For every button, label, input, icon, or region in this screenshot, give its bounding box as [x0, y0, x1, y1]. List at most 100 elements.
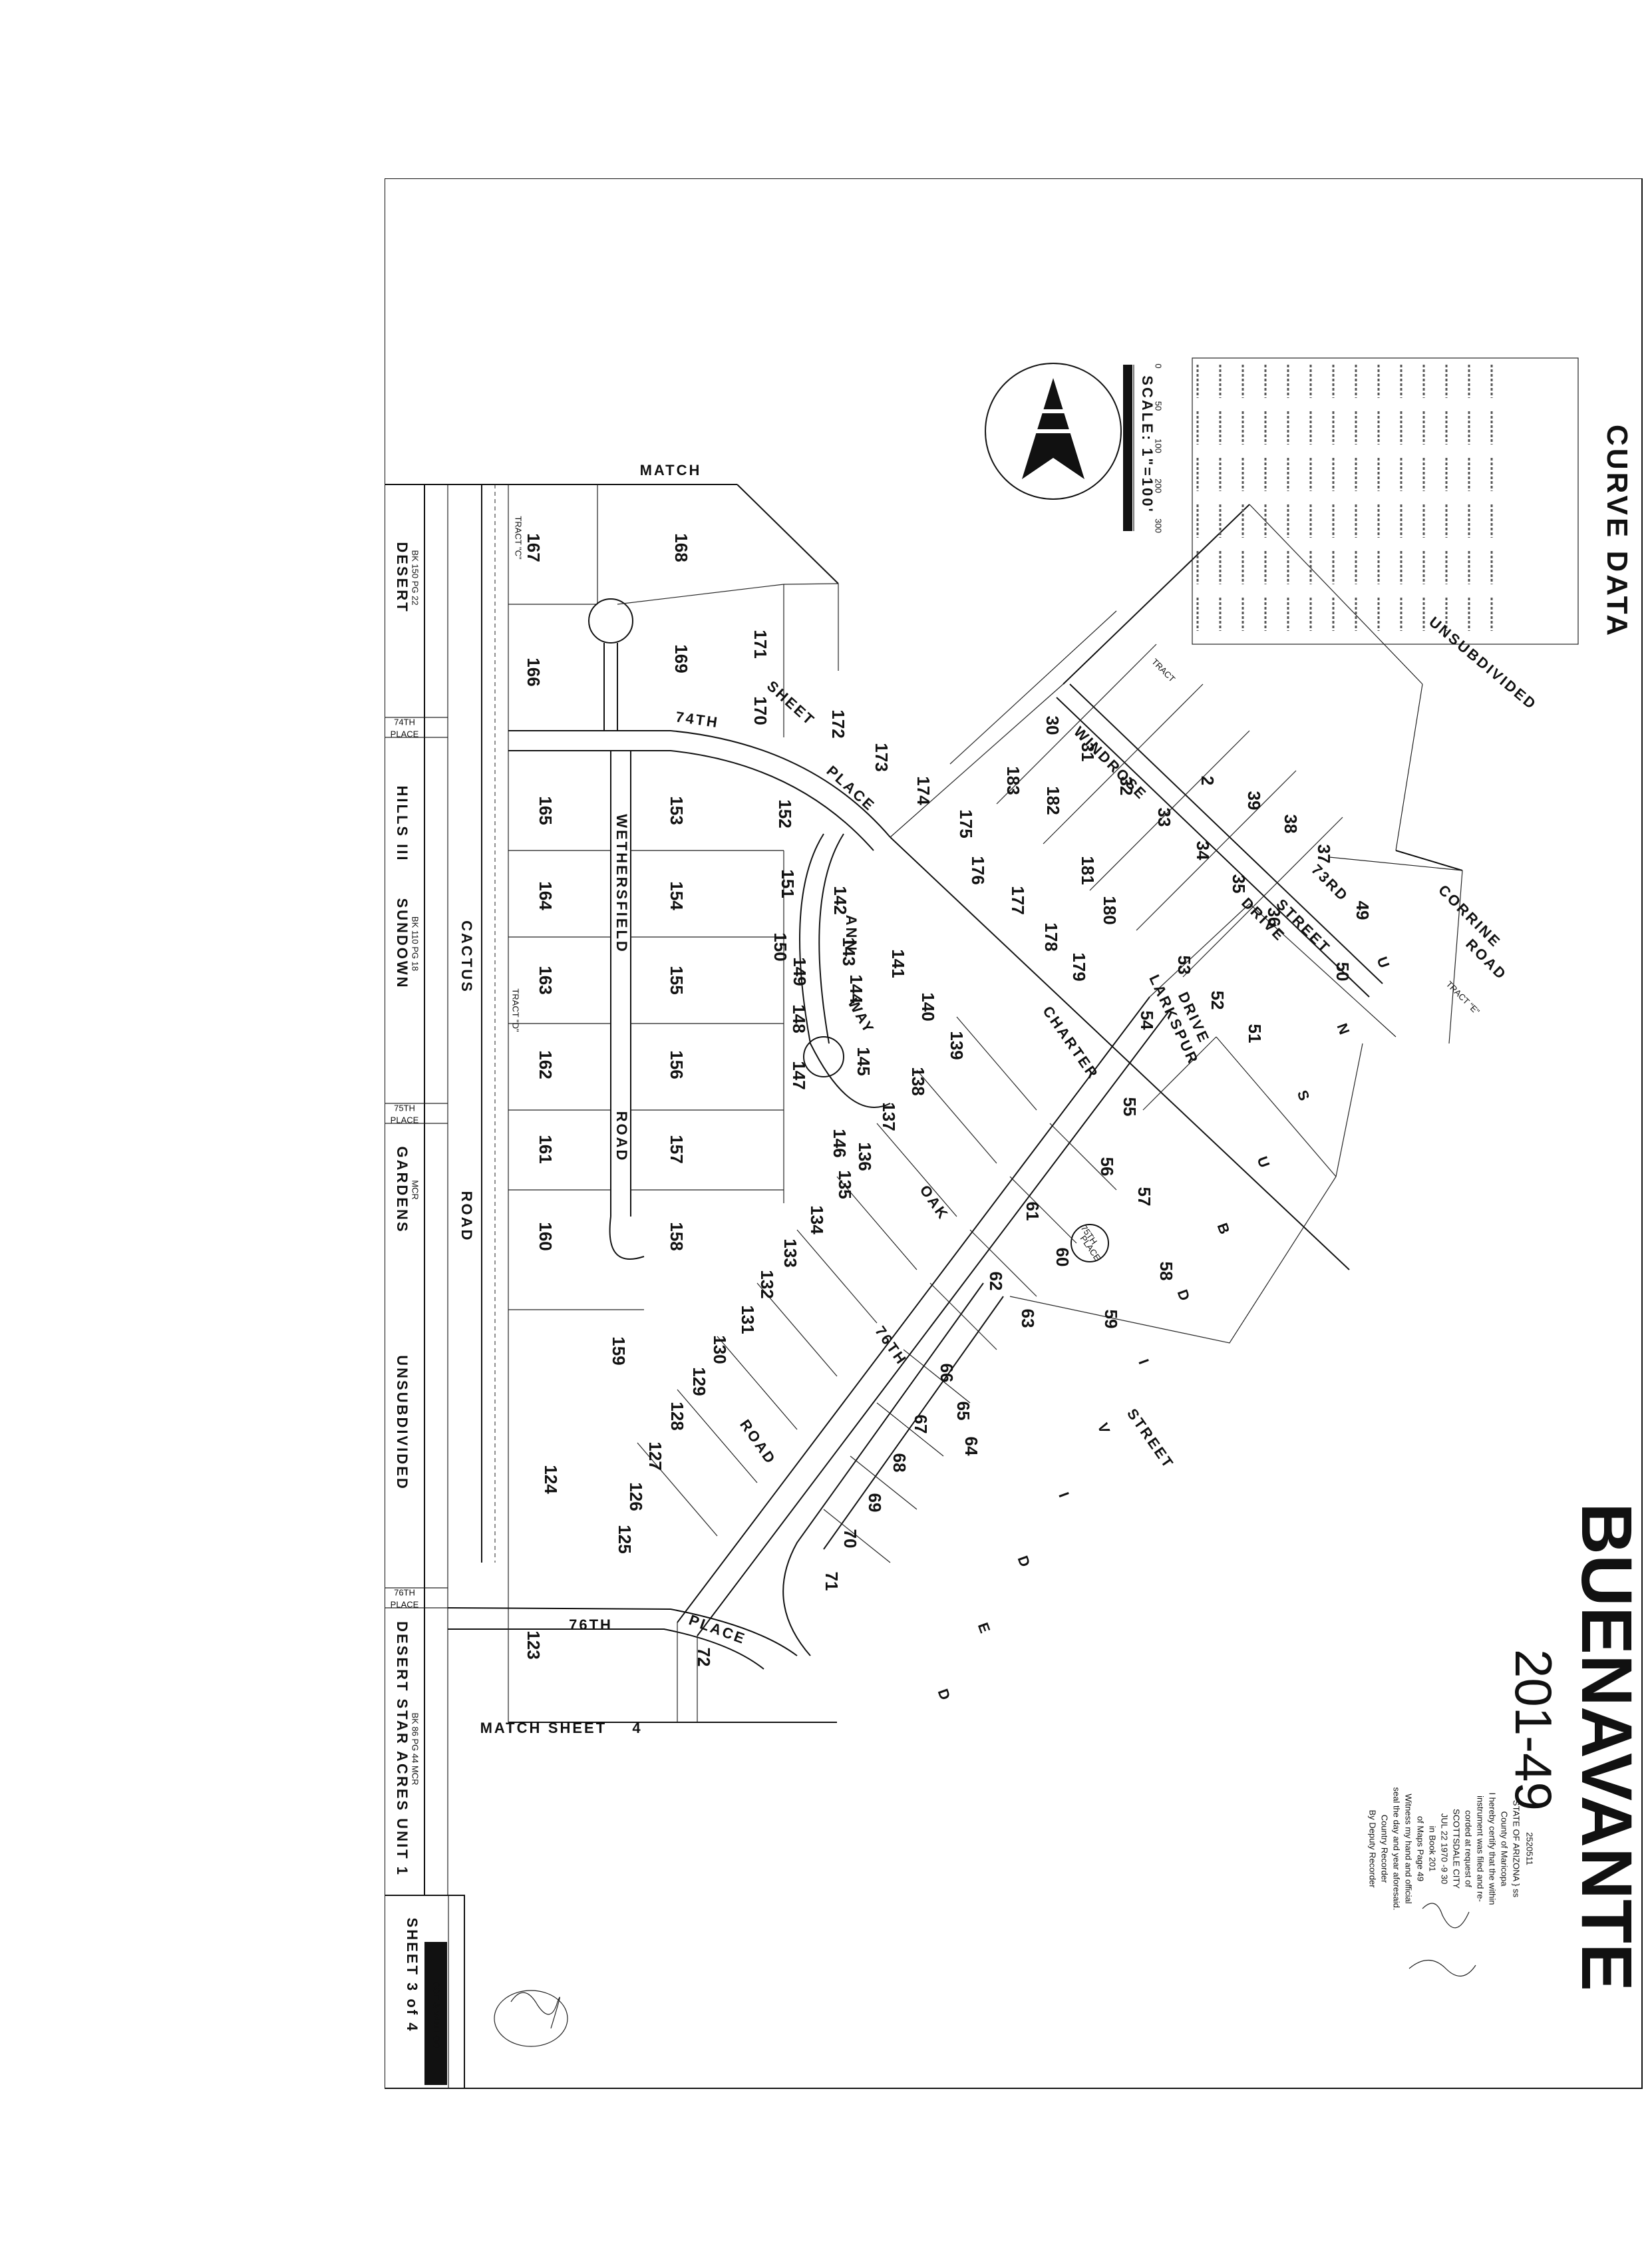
firm-name: COE & VAN LOO — [432, 1982, 442, 2049]
tract-label: TRACT "C" — [514, 516, 524, 560]
street-label: WAY — [844, 996, 878, 1037]
lot-number: 50 — [1333, 962, 1353, 982]
lot-number: 181 — [1078, 856, 1098, 884]
lot-number: 141 — [888, 949, 908, 978]
unsubdivided-letter: B — [1214, 1221, 1234, 1238]
lot-number: 64 — [961, 1437, 981, 1456]
lot-number: 178 — [1041, 922, 1061, 951]
lot-number: 143 — [839, 937, 859, 966]
unsubdivided-letter: U — [1374, 954, 1394, 972]
lot-number: 147 — [789, 1061, 809, 1089]
lot-number: 72 — [694, 1648, 714, 1667]
match-label-bottom: MATCH — [480, 1720, 542, 1736]
lot-number: 183 — [1003, 766, 1023, 795]
lot-number: 176 — [968, 856, 988, 884]
lot-number: 134 — [807, 1205, 827, 1234]
lot-number: 138 — [908, 1067, 928, 1095]
unsubdivided-strip-label: UNSUBDIVIDED — [394, 1355, 411, 1490]
scale-tick-label: 50 — [1154, 401, 1164, 411]
street-label: ROAD — [613, 1111, 630, 1163]
lot-number: 154 — [667, 881, 687, 910]
scale-tick-label: 200 — [1154, 478, 1164, 493]
book-page-label: BK 150 PG 22 — [411, 550, 420, 605]
subdivision-label: SUNDOWN — [394, 898, 411, 989]
lot-number: 61 — [1023, 1202, 1043, 1221]
lot-number: 129 — [689, 1367, 709, 1396]
scale-tick-label: 300 — [1154, 518, 1164, 533]
recording-line: seal the day and year aforesaid. — [1392, 1787, 1402, 1910]
street-label: ROAD — [458, 1191, 475, 1242]
unsubdivided-letter: I — [1135, 1357, 1153, 1368]
street-label: STREET — [1124, 1406, 1178, 1472]
subdivision-label: GARDENS — [394, 1146, 411, 1233]
lot-number: 131 — [738, 1305, 758, 1334]
lot-number: 58 — [1156, 1262, 1176, 1281]
lot-number: 135 — [835, 1170, 855, 1199]
book-page-label: BK 110 PG 18 — [411, 916, 420, 971]
lot-number: 62 — [986, 1272, 1006, 1291]
firm-block — [424, 1942, 447, 2085]
lot-number: 144 — [846, 974, 866, 1004]
tract-label: TRACT — [1150, 657, 1177, 684]
street-label: 74TH — [675, 708, 721, 731]
lot-number: 49 — [1353, 901, 1373, 920]
recording-number: 2520511 — [1525, 1832, 1535, 1865]
lot-number: 51 — [1245, 1024, 1265, 1043]
lot-number: 126 — [626, 1482, 646, 1511]
lot-number: 37 — [1314, 845, 1334, 864]
lot-number: 169 — [671, 644, 691, 673]
lot-number: 56 — [1097, 1157, 1117, 1177]
sheet-box — [385, 1895, 465, 2089]
place-label: PLACE — [391, 1599, 419, 1609]
plat-title: BUENAVANTE — [1567, 1503, 1647, 1991]
lot-number: 71 — [822, 1572, 842, 1591]
lot-number: 148 — [789, 1004, 809, 1033]
sheet-number: SHEET 3 of 4 — [404, 1918, 420, 2033]
street-label: ANN — [843, 915, 860, 953]
sheet-border — [385, 178, 1643, 2089]
lot-number: 59 — [1101, 1310, 1121, 1329]
lot-number: 67 — [911, 1415, 931, 1434]
scale-tick-label: 0 — [1154, 363, 1164, 368]
lot-number: 155 — [667, 966, 687, 994]
lot-number: 179 — [1069, 952, 1089, 981]
unsubdivided-letter: N — [1334, 1021, 1354, 1038]
recording-line: corded at request of — [1464, 1810, 1474, 1887]
lot-number: 150 — [770, 932, 790, 961]
book-page-label: MCR — [411, 1180, 420, 1200]
lot-number: 36 — [1264, 908, 1284, 927]
lot-number: 31 — [1078, 743, 1098, 762]
north-arrow-icon — [985, 363, 1122, 500]
scale-bar — [1123, 365, 1134, 531]
curve-data-table — [1192, 357, 1579, 645]
place-label: 74TH — [394, 717, 415, 727]
recording-line: JUL 22 1970 -9 30 — [1440, 1813, 1450, 1884]
lot-number: 170 — [750, 696, 770, 725]
lot-number: 164 — [536, 881, 556, 910]
lot-number: 162 — [536, 1050, 556, 1079]
lot-number: 175 — [956, 809, 976, 838]
street-label: 76TH — [872, 1323, 910, 1368]
scale-tick-label: 100 — [1154, 439, 1164, 453]
recording-line: Country Recorder — [1380, 1815, 1390, 1883]
lot-number: 33 — [1154, 808, 1174, 827]
unsubdivided-letter: U — [1254, 1154, 1274, 1171]
place-label: 75TH — [394, 1103, 415, 1113]
lot-number: 123 — [524, 1630, 544, 1659]
street-label: 73RD — [1308, 861, 1352, 905]
lot-number: 139 — [947, 1031, 967, 1059]
lot-number: 145 — [854, 1047, 874, 1075]
lot-number: 161 — [536, 1135, 556, 1163]
lot-number: 167 — [524, 533, 544, 562]
lot-number: 158 — [667, 1222, 687, 1250]
lot-number: 60 — [1053, 1248, 1072, 1267]
lot-number: 2 — [1198, 776, 1218, 785]
lot-number: 149 — [790, 957, 810, 986]
place-label: 76TH — [394, 1587, 415, 1597]
lot-number: 151 — [778, 869, 798, 898]
unsubdivided-letter: D — [1174, 1287, 1194, 1304]
lot-number: 127 — [645, 1441, 665, 1470]
unsubdivided-letter: I — [1055, 1490, 1073, 1501]
lot-number: 157 — [667, 1135, 687, 1163]
